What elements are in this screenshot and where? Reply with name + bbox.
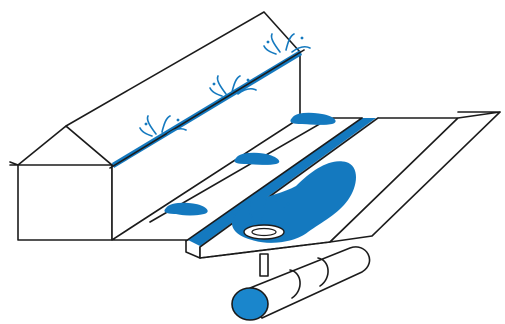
spray-drops	[144, 36, 304, 126]
channel-edge-left	[185, 117, 363, 242]
drain-pipe	[231, 246, 371, 321]
water-spray-icon	[209, 75, 257, 97]
pipe-joint-2	[317, 257, 329, 287]
water-spray-icon	[263, 33, 311, 55]
water-puddle-icon	[234, 152, 280, 165]
floor-drain-icon	[243, 224, 285, 240]
roof-gutter-edge	[109, 49, 305, 169]
water-puddle-icon	[164, 202, 208, 216]
main-puddle	[231, 161, 356, 243]
pipe-body	[239, 246, 371, 319]
water-spray-icon	[139, 115, 187, 137]
slab-front-edge	[199, 241, 331, 259]
water-puddle-icon	[290, 112, 336, 125]
pipe-riser	[259, 253, 269, 277]
roof-sprays	[139, 33, 311, 137]
water-puddle-icon	[231, 161, 356, 243]
pipe-end-water	[231, 287, 269, 321]
roof-eave-tip	[9, 161, 19, 166]
splash-drops	[232, 198, 290, 218]
pipe-joint-1	[289, 269, 301, 299]
water-spray-icon	[231, 199, 285, 225]
slab-puddles	[164, 112, 336, 216]
drain-inner-ring	[251, 227, 277, 237]
building	[9, 11, 305, 241]
